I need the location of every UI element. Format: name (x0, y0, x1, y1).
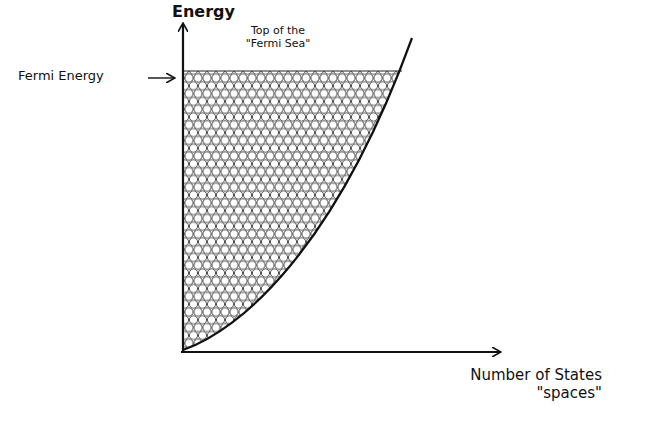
axis-title: Energy (172, 2, 235, 21)
pointer-arrow (148, 77, 174, 78)
note-label: Top of the "Fermi Sea" (232, 24, 324, 50)
axis-title: Number of States "spaces" (432, 366, 602, 402)
fermi-sea (183, 71, 412, 350)
states-curve (183, 38, 412, 350)
level-label: Fermi Energy (18, 68, 104, 84)
energy-axis (182, 24, 184, 352)
fermi-level-line (183, 71, 402, 72)
states-axis (181, 351, 500, 353)
